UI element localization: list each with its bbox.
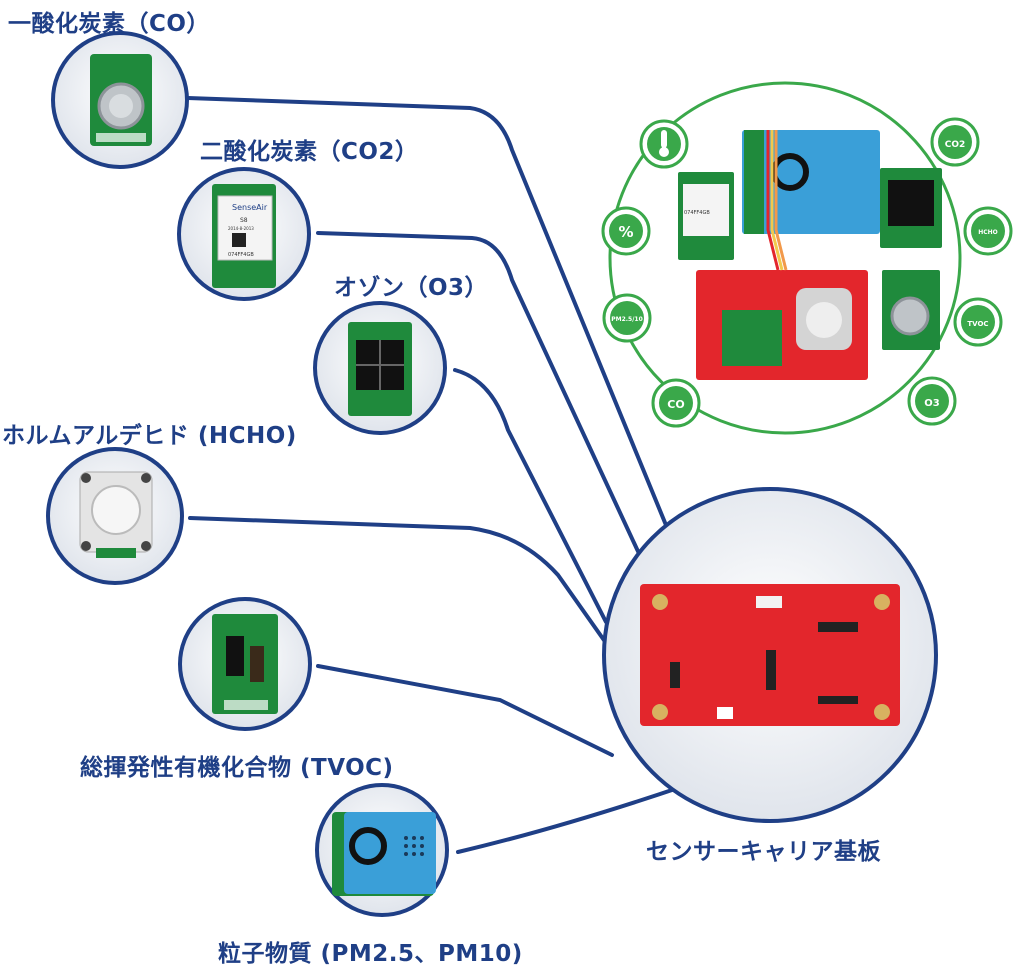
co2-icon: CO2 xyxy=(930,117,980,167)
o3-icon: O3 xyxy=(907,376,957,426)
carrier-board-label: センサーキャリア基板 xyxy=(646,839,881,865)
thermometer-icon xyxy=(639,119,689,169)
sensor-cluster-ring: 074FF4GB xyxy=(608,81,962,435)
hcho-module-circle xyxy=(46,447,184,585)
co-label: 一酸化炭素（CO） xyxy=(8,11,210,37)
co2-label: 二酸化炭素（CO2） xyxy=(200,139,419,165)
svg-text:PM2.5/10: PM2.5/10 xyxy=(611,316,643,323)
o3-module-circle xyxy=(313,301,447,435)
tvoc-label: 総揮発性有機化合物 (TVOC) xyxy=(80,755,394,781)
connector-pm xyxy=(456,784,686,854)
svg-text:TVOC: TVOC xyxy=(967,320,988,328)
carrier-board-circle xyxy=(602,487,938,823)
connector-hcho xyxy=(188,516,620,662)
connector-tvoc xyxy=(316,664,614,757)
tvoc-icon: TVOC xyxy=(953,297,1003,347)
svg-text:%: % xyxy=(618,223,633,241)
co2-module-circle: SenseAir S8 2014-8-2013 074FF4GB xyxy=(177,167,311,301)
pm-module-circle xyxy=(315,783,449,917)
pm-label: 粒子物質 (PM2.5、PM10) xyxy=(218,941,523,967)
humidity-icon: % xyxy=(601,206,651,256)
co2-model-text: S8 xyxy=(240,217,248,224)
svg-text:CO2: CO2 xyxy=(945,140,966,150)
formaldehyde-icon: HCHO xyxy=(963,206,1013,256)
hcho-label: ホルムアルデヒド (HCHO) xyxy=(2,423,297,449)
connector-o3 xyxy=(453,368,608,624)
svg-text:CO: CO xyxy=(667,398,684,411)
co2-brand-text: SenseAir xyxy=(232,203,268,212)
pm-icon: PM2.5/10 xyxy=(602,293,652,343)
co2-serial-text: 074FF4GB xyxy=(228,252,254,258)
svg-text:O3: O3 xyxy=(924,398,940,409)
cluster-co2-serial: 074FF4GB xyxy=(684,210,710,216)
ring-icons: % PM2.5/10 CO CO2 HCHO TVOC xyxy=(601,117,1013,428)
connector-co xyxy=(186,96,670,532)
co-module-circle xyxy=(51,31,189,169)
svg-text:HCHO: HCHO xyxy=(978,229,998,236)
tvoc-module-circle xyxy=(178,597,312,731)
co-icon: CO xyxy=(651,378,701,428)
o3-label: オゾン（O3） xyxy=(334,275,489,301)
co2-date-text: 2014-8-2013 xyxy=(228,226,254,231)
connector-co2 xyxy=(316,231,644,562)
